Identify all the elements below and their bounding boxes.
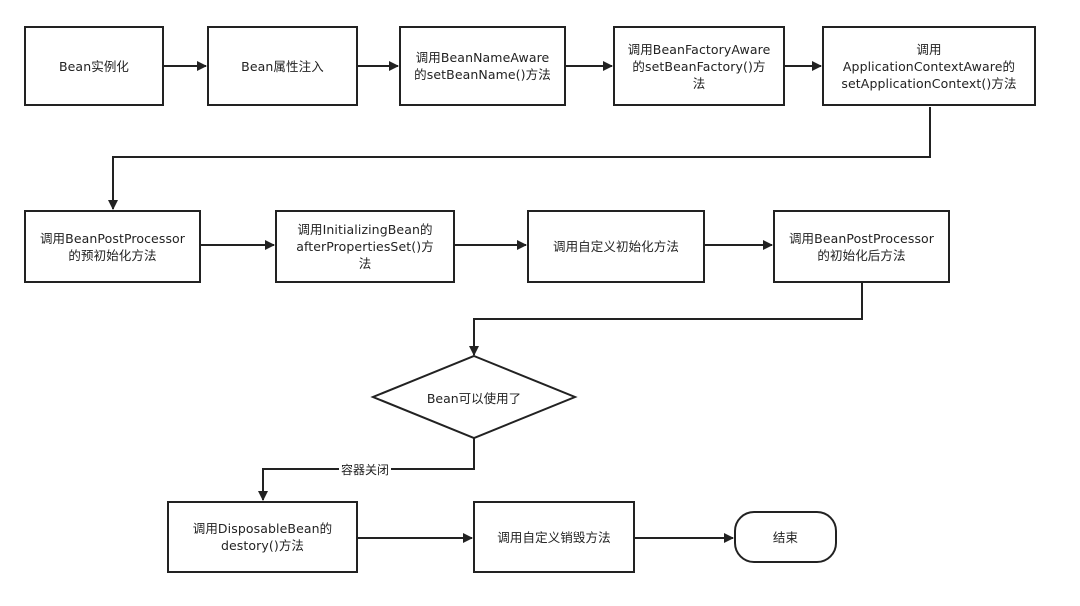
node-label: Bean实例化 (58, 58, 130, 74)
node-set-bean-factory: 调用BeanFactoryAware 的setBeanFactory()方 法 (613, 26, 785, 106)
node-bean-property-inject: Bean属性注入 (207, 26, 358, 106)
node-label: 结束 (772, 529, 799, 545)
node-label: Bean属性注入 (241, 58, 324, 74)
node-custom-init: 调用自定义初始化方法 (527, 210, 705, 283)
node-set-application-context: 调用 ApplicationContextAware的 setApplicati… (822, 26, 1036, 106)
node-label: 调用BeanPostProcessor 的预初始化方法 (39, 230, 186, 263)
node-label: 调用自定义销毁方法 (497, 529, 611, 545)
node-label: 调用InitializingBean的 afterPropertiesSet()… (296, 222, 434, 271)
node-disposable-destroy: 调用DisposableBean的 destory()方法 (167, 501, 358, 573)
node-label: 调用BeanFactoryAware 的setBeanFactory()方 法 (627, 41, 771, 91)
node-label: 调用自定义初始化方法 (552, 239, 679, 254)
node-bean-instantiate: Bean实例化 (24, 26, 164, 106)
edge-label-container-close: 容器关闭 (339, 461, 392, 478)
node-label: 调用BeanPostProcessor 的初始化后方法 (788, 230, 935, 263)
arrow-appcontext-to-postprocessor (108, 107, 931, 210)
node-post-processor-after: 调用BeanPostProcessor 的初始化后方法 (773, 210, 950, 283)
node-bean-ready-decision: Bean可以使用了 (373, 356, 575, 438)
node-custom-destroy: 调用自定义销毁方法 (473, 501, 635, 573)
arrow-postafter-to-decision (469, 283, 863, 356)
node-set-bean-name: 调用BeanNameAware 的setBeanName()方法 (399, 26, 566, 106)
node-label: Bean可以使用了 (426, 390, 522, 406)
decision-diamond-shape (370, 354, 578, 440)
node-label: 调用 ApplicationContextAware的 setApplicati… (841, 41, 1017, 91)
node-label: 调用BeanNameAware 的setBeanName()方法 (414, 50, 551, 82)
node-end-terminal: 结束 (734, 511, 837, 563)
node-label: 调用DisposableBean的 destory()方法 (192, 521, 333, 553)
node-after-properties-set: 调用InitializingBean的 afterPropertiesSet()… (275, 210, 455, 283)
node-post-processor-before: 调用BeanPostProcessor 的预初始化方法 (24, 210, 201, 283)
